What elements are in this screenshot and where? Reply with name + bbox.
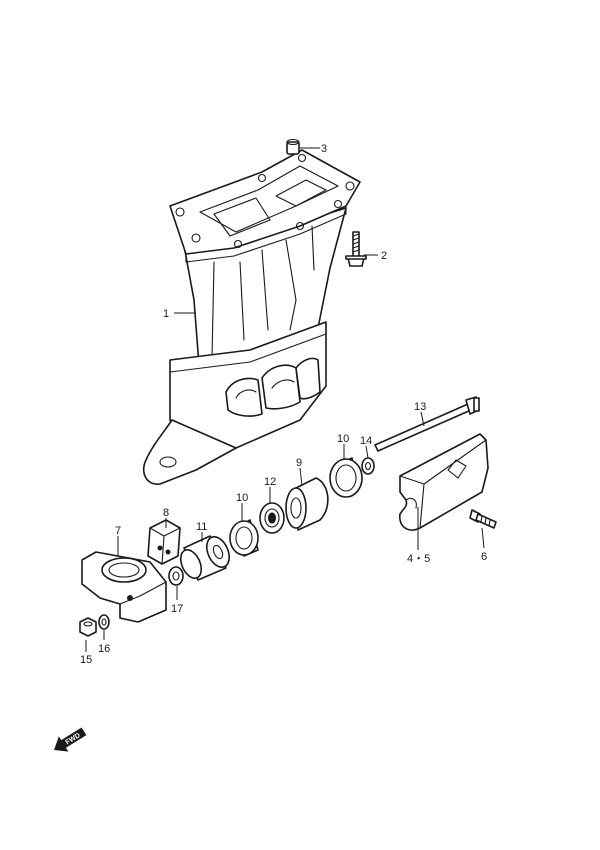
callout-9: 9	[296, 457, 302, 469]
grommet-plate	[147, 519, 181, 565]
callout-3: 3	[321, 143, 327, 155]
callout-10-lower: 10	[236, 492, 248, 504]
washer	[361, 457, 375, 475]
callout-1: 1	[163, 308, 169, 320]
callout-8: 8	[163, 507, 169, 519]
callout-4-5: 4・5	[407, 553, 430, 565]
cover-bolt	[469, 509, 497, 529]
callout-15: 15	[80, 654, 92, 666]
fwd-label: FWD	[64, 732, 81, 746]
mount-bracket	[81, 551, 167, 623]
callout-10-upper: 10	[337, 433, 349, 445]
driveshaft-housing	[142, 149, 361, 485]
callout-6: 6	[481, 551, 487, 563]
callout-12: 12	[264, 476, 276, 488]
callout-17: 17	[171, 603, 183, 615]
spacer-tube	[179, 535, 231, 581]
mount-cup-lower	[229, 519, 259, 557]
callout-16: 16	[98, 643, 110, 655]
washer-lower	[168, 566, 184, 586]
callout-2: 2	[381, 250, 387, 262]
callout-11: 11	[196, 521, 207, 533]
callout-13: 13	[414, 401, 426, 413]
callout-labels: 1 2 3 4・5 6 7 8 9 10 10 11 12 13 14 15 1…	[80, 143, 487, 666]
mount-cover	[398, 433, 489, 531]
housing-bolt	[345, 231, 367, 267]
leader-lines	[85, 147, 485, 652]
rubber-mount	[285, 477, 329, 531]
dowel-pin	[286, 138, 300, 155]
nut	[79, 617, 97, 637]
fwd-arrow-icon: FWD	[54, 727, 87, 752]
washer-small	[98, 614, 110, 630]
long-bolt	[374, 396, 480, 452]
mount-cup	[329, 457, 363, 498]
callout-7: 7	[115, 525, 121, 537]
bearing	[259, 502, 285, 534]
callout-14: 14	[360, 435, 372, 447]
